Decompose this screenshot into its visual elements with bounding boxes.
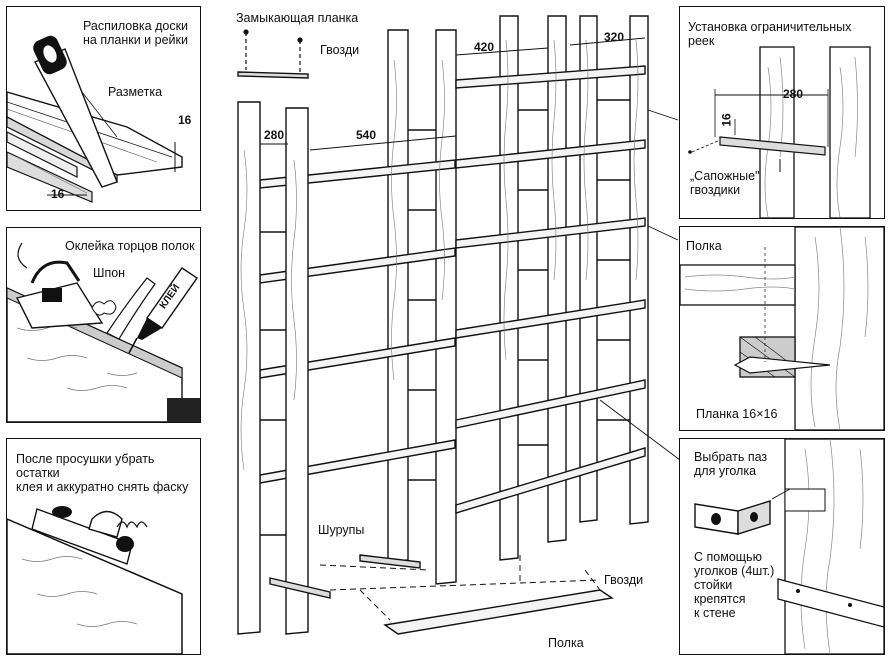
gluing-title: Оклейка торцов полок bbox=[65, 239, 195, 253]
planing-title: После просушки убрать остатки клея и акк… bbox=[16, 452, 189, 494]
shelf-detail-label: Полка bbox=[686, 239, 722, 253]
panel-sawing: Распиловка доски на планки и рейки Разме… bbox=[6, 6, 201, 211]
nails-bottom-label: Гвозди bbox=[604, 573, 644, 587]
dim-540: 540 bbox=[356, 128, 377, 142]
panel-bracket: Выбрать паз для уголка С помощью уголков… bbox=[679, 438, 885, 655]
limit-dim-280: 280 bbox=[783, 87, 804, 101]
closing-strip-label: Замыкающая планка bbox=[236, 11, 359, 25]
sawing-title: Распиловка доски на планки и рейки bbox=[83, 19, 189, 47]
screws-label: Шурупы bbox=[318, 523, 365, 537]
strip-16x16-label: Планка 16×16 bbox=[696, 407, 778, 421]
panel-gluing: Оклейка торцов полок Шпон КЛЕЙ bbox=[6, 227, 201, 423]
sawing-dim-16-bottom: 16 bbox=[51, 187, 65, 201]
dim-280-center: 280 bbox=[264, 128, 285, 142]
nails-top-label: Гвозди bbox=[320, 43, 360, 57]
cobbler-nails-label: „Сапожные" гвоздики bbox=[690, 169, 760, 197]
marking-label: Разметка bbox=[108, 85, 163, 99]
sawing-illustration bbox=[7, 35, 183, 203]
limit-dim-16: 16 bbox=[719, 113, 734, 127]
dim-420: 420 bbox=[474, 40, 495, 54]
veneer-label: Шпон bbox=[93, 266, 126, 280]
gluing-illustration bbox=[7, 242, 200, 422]
bracket-groove-title: Выбрать паз для уголка bbox=[694, 450, 768, 478]
limit-strips-illustration bbox=[688, 46, 871, 218]
shelf-bottom-label: Полка bbox=[548, 636, 584, 650]
planing-illustration bbox=[7, 506, 183, 654]
dim-320: 320 bbox=[604, 30, 625, 44]
shelf-strip-illustration bbox=[680, 227, 884, 430]
bracket-illustration bbox=[694, 439, 884, 654]
sawing-dim-16-right: 16 bbox=[178, 113, 192, 127]
panel-limit-strips: Установка ограничительных реек 280 16 „С… bbox=[679, 6, 885, 219]
limit-strips-title: Установка ограничительных реек bbox=[688, 20, 852, 48]
panel-planing: После просушки убрать остатки клея и акк… bbox=[6, 438, 201, 655]
panel-shelf-strip: Полка Планка 16×16 bbox=[679, 226, 885, 431]
bracket-note: С помощью уголков (4шт.) стойки крепятся… bbox=[694, 550, 775, 620]
